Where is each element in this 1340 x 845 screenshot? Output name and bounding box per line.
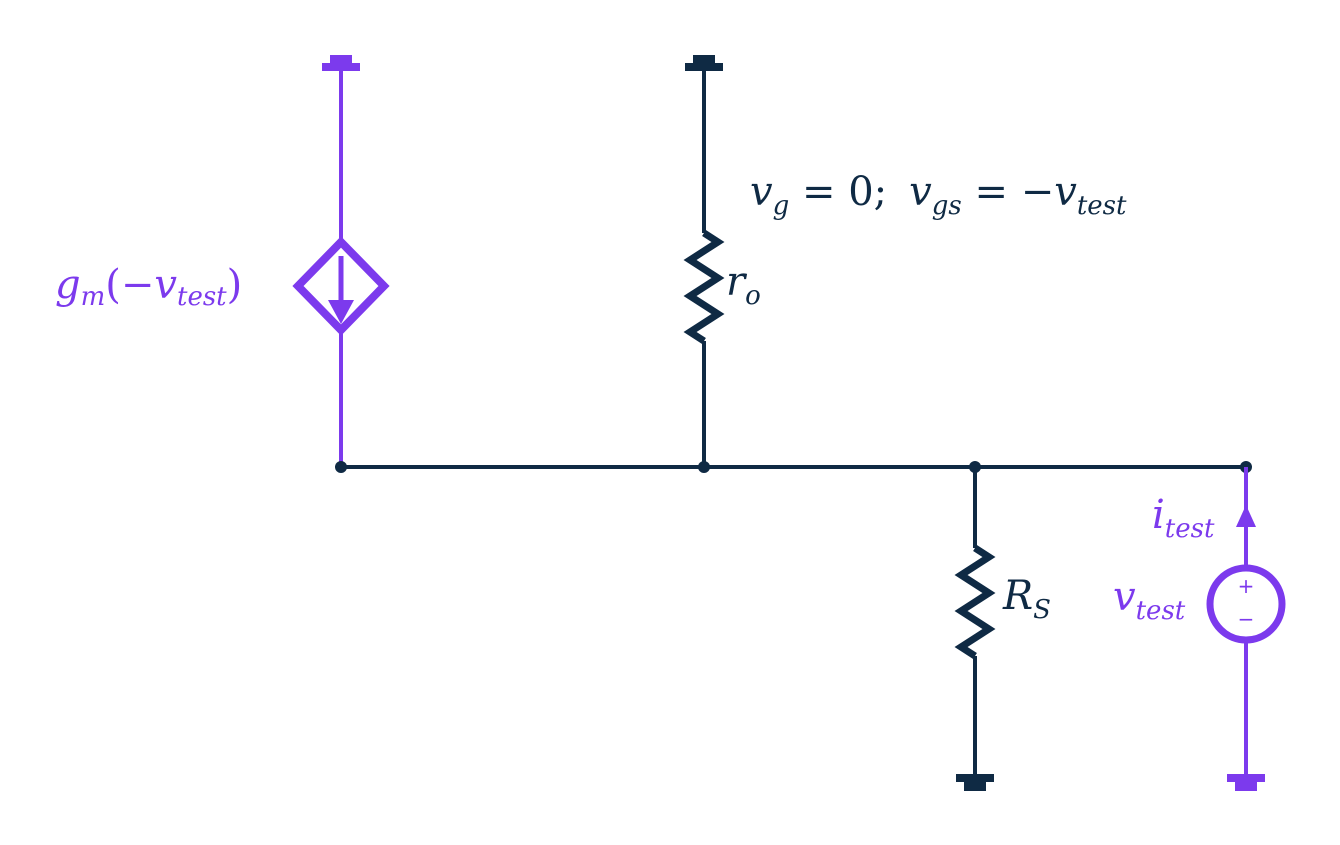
dependent-source-branch: [292, 55, 390, 467]
ro-o-sub: o: [745, 281, 761, 311]
eq-vg-sub: g: [773, 191, 790, 221]
source-minus-sign: −: [1238, 607, 1255, 631]
junction-dot-ro: [698, 461, 710, 473]
test-ground-terminal: [1227, 774, 1265, 791]
label-v: v: [154, 262, 177, 308]
test-source-branch: + −: [1206, 467, 1286, 791]
ro-r: r: [726, 259, 748, 305]
itest-i: i: [1152, 492, 1165, 538]
gate-voltage-equation: vg = 0;vgs = −vtest: [750, 169, 1127, 221]
label-m-sub: m: [81, 282, 106, 312]
label-close-paren: ): [227, 262, 243, 308]
eq-minus: −: [1021, 169, 1055, 215]
rs-ground-terminal: [956, 774, 994, 791]
itest-label: itest: [1152, 492, 1215, 544]
ro-top-terminal: [685, 55, 723, 71]
vtest-sub: test: [1136, 596, 1186, 626]
source-plus-sign: +: [1238, 574, 1255, 598]
eq-vgs-sub: gs: [932, 191, 962, 221]
rs-S-sub: S: [1033, 595, 1051, 625]
resistor-rs: [954, 545, 996, 659]
rs-label: RS: [1002, 573, 1051, 625]
rs-R: R: [1002, 573, 1033, 619]
vtest-label: vtest: [1113, 574, 1186, 626]
itest-sub: test: [1165, 514, 1215, 544]
eq-vtest-v: v: [1054, 169, 1077, 215]
label-g: g: [55, 262, 81, 308]
eq-equals-1: =: [789, 169, 848, 215]
resistor-ro: [683, 230, 725, 344]
vtest-v: v: [1113, 574, 1136, 620]
ro-branch: [683, 55, 725, 467]
dependent-source-arrow-icon: [328, 256, 354, 324]
dependent-source-label: gm(−vtest): [55, 262, 242, 312]
label-test-sub: test: [177, 282, 227, 312]
eq-vgs-v: v: [909, 169, 932, 215]
eq-zero: 0;: [848, 169, 887, 215]
junction-dot-source: [335, 461, 347, 473]
rs-branch: [954, 467, 996, 791]
label-minus: −: [121, 262, 155, 308]
eq-equals-2: =: [962, 169, 1021, 215]
ro-label: ro: [726, 259, 761, 311]
eq-vg-v: v: [750, 169, 773, 215]
dependent-source-top-terminal: [322, 55, 360, 71]
itest-arrow-icon: [1236, 505, 1256, 527]
label-open-paren: (: [105, 262, 121, 308]
eq-vtest-sub: test: [1077, 191, 1127, 221]
